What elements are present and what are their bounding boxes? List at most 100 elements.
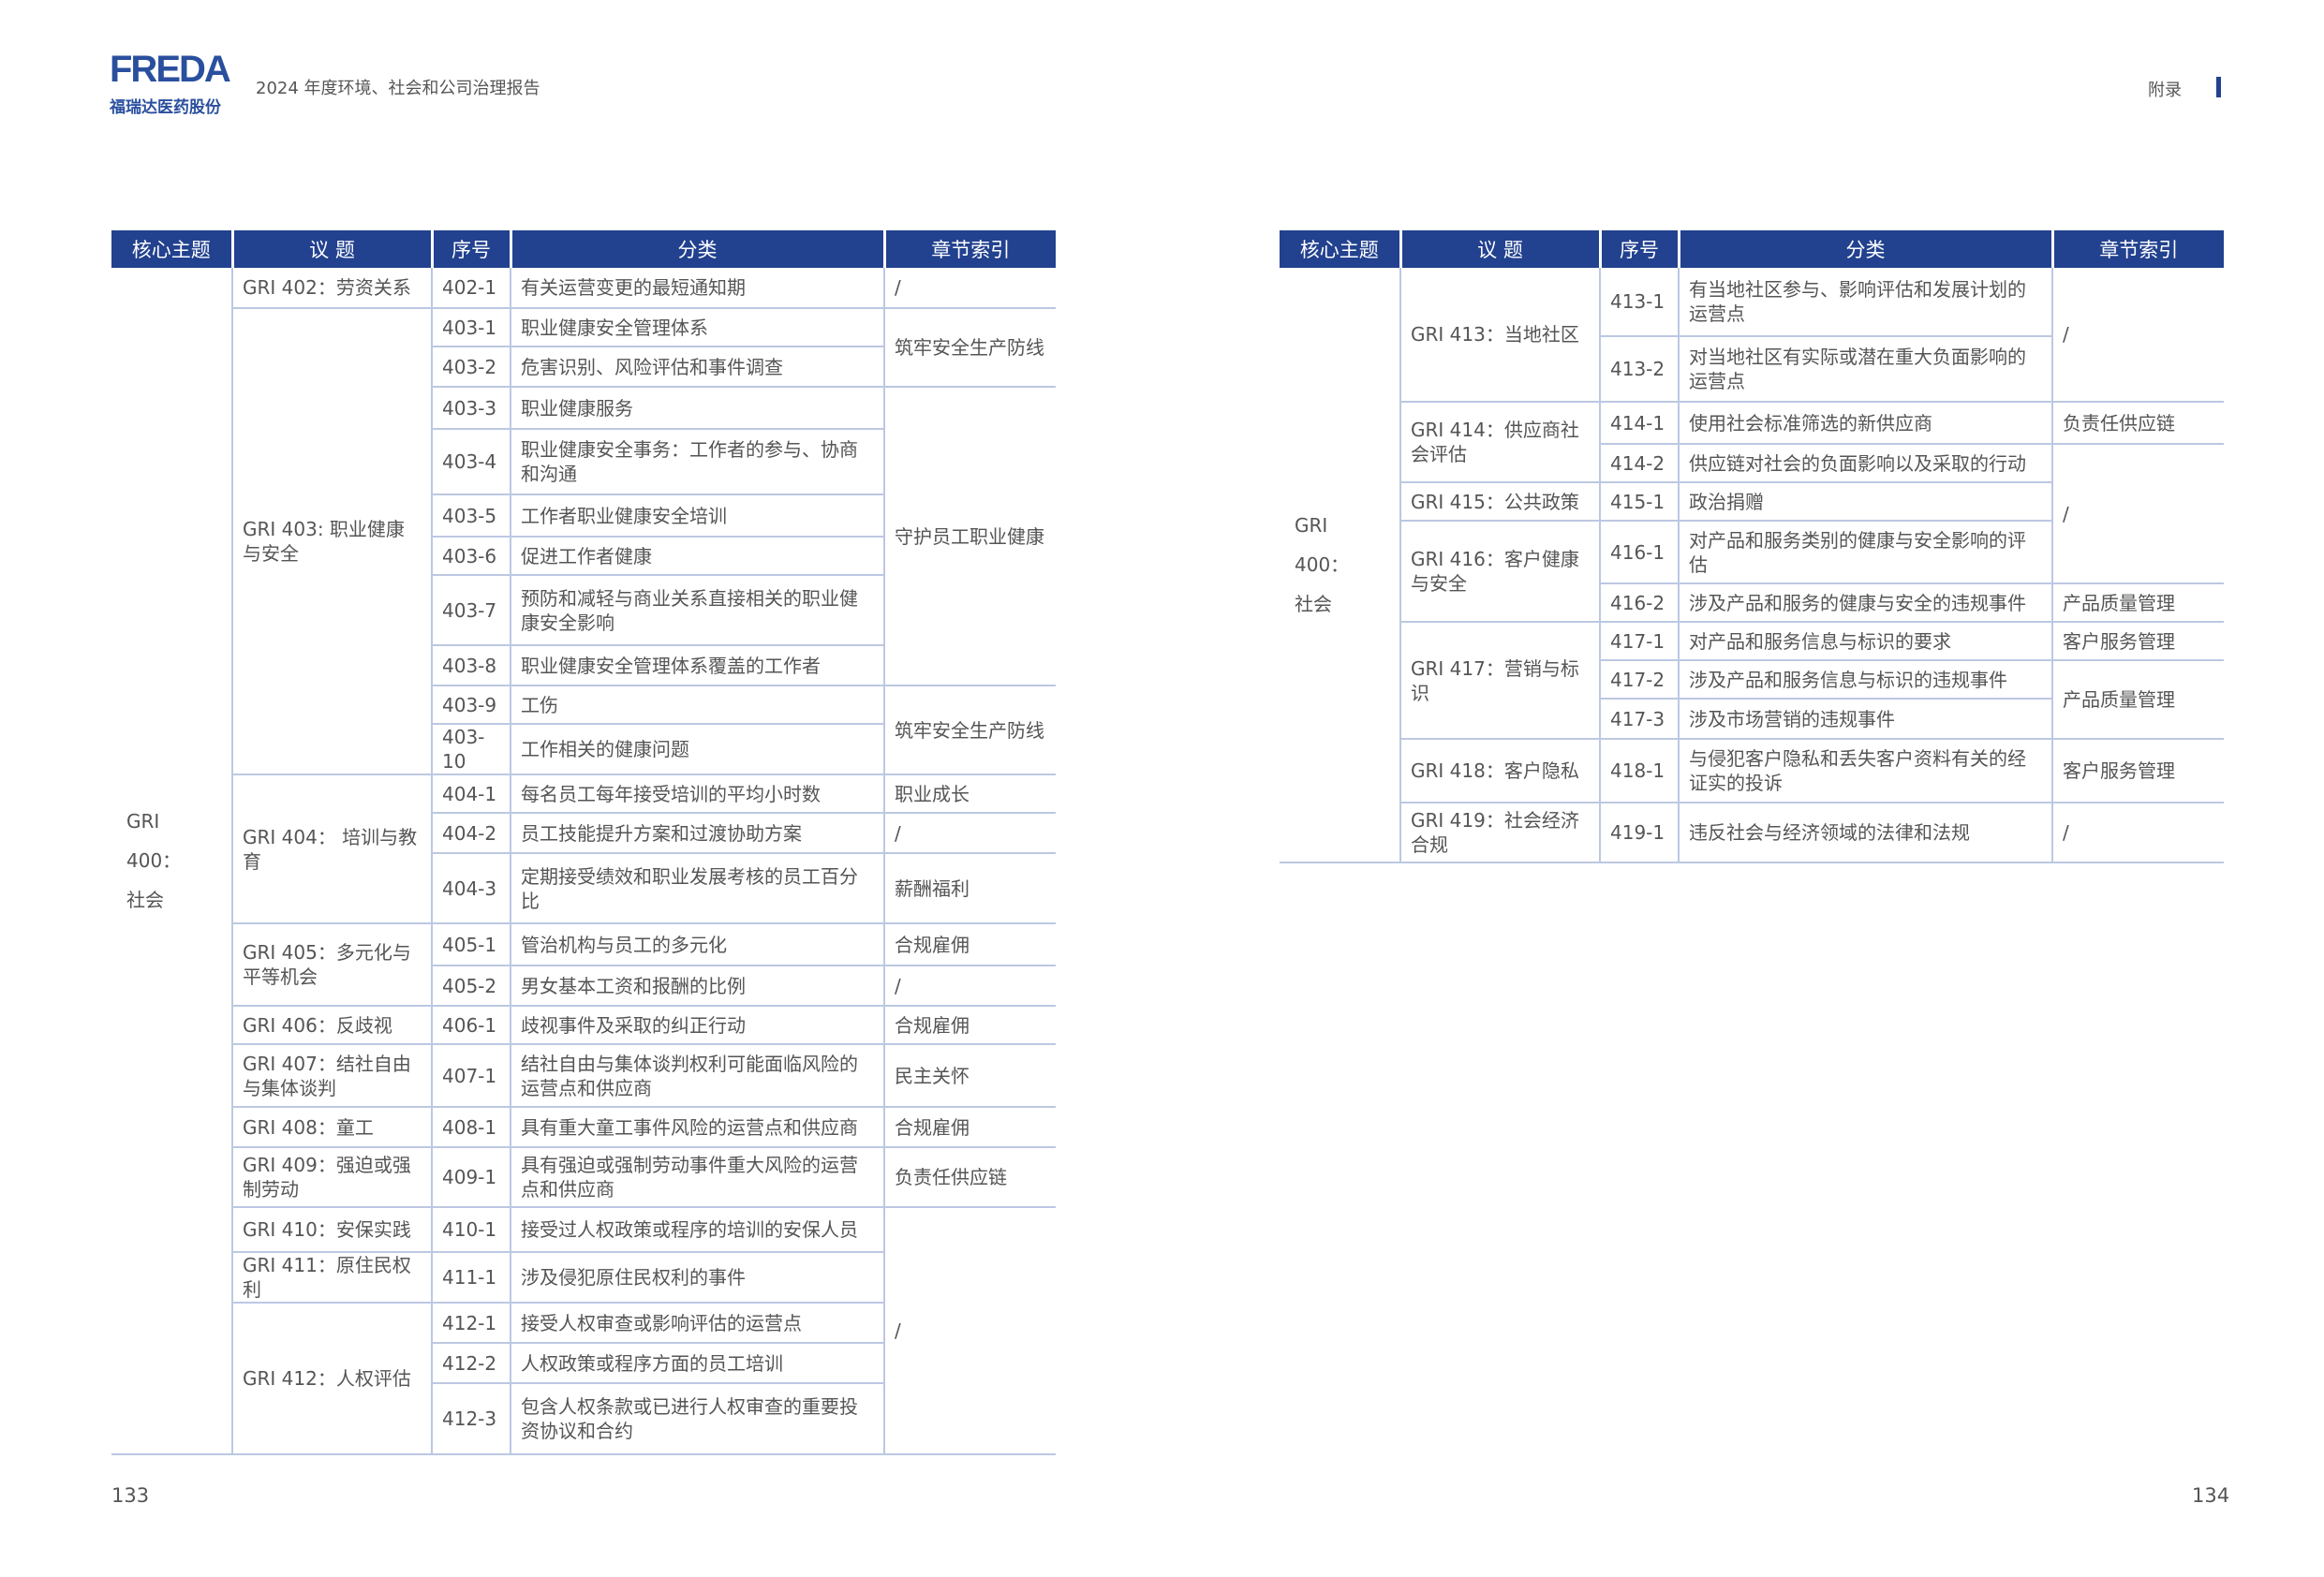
column-header: 章节索引 bbox=[882, 230, 1056, 268]
chapter-index-cell: / bbox=[883, 268, 1056, 309]
topic-cell: GRI 417：营销与标识 bbox=[1399, 622, 1600, 740]
disclosure-description: 管治机构与员工的多元化 bbox=[510, 923, 884, 966]
disclosure-number: 416-1 bbox=[1599, 521, 1679, 584]
section-marker bbox=[2216, 77, 2221, 97]
disclosure-description: 员工技能提升方案和过渡协助方案 bbox=[510, 813, 884, 854]
disclosure-description: 对当地社区有实际或潜在重大负面影响的运营点 bbox=[1678, 336, 2052, 403]
disclosure-number: 404-1 bbox=[431, 774, 511, 814]
chapter-index-cell: / bbox=[2051, 268, 2224, 403]
disclosure-number: 403-8 bbox=[431, 645, 511, 686]
topic-cell: GRI 403: 职业健康与安全 bbox=[231, 308, 432, 775]
core-theme-cell: GRI 400：社会 bbox=[111, 268, 232, 1455]
disclosure-description: 违反社会与经济领域的法律和法规 bbox=[1678, 803, 2052, 863]
topic-cell: GRI 404： 培训与教育 bbox=[231, 774, 432, 924]
disclosure-number: 406-1 bbox=[431, 1006, 511, 1045]
page-number-left: 133 bbox=[111, 1484, 150, 1507]
topic-cell: GRI 405：多元化与平等机会 bbox=[231, 923, 432, 1007]
chapter-index-cell: 产品质量管理 bbox=[2051, 660, 2224, 740]
disclosure-description: 每名员工每年接受培训的平均小时数 bbox=[510, 774, 884, 814]
chapter-index-cell: 合规雇佣 bbox=[883, 923, 1056, 966]
disclosure-number: 402-1 bbox=[431, 268, 511, 309]
disclosure-number: 419-1 bbox=[1599, 803, 1679, 863]
disclosure-description: 与侵犯客户隐私和丢失客户资料有关的经证实的投诉 bbox=[1678, 739, 2052, 803]
chapter-index-cell: 产品质量管理 bbox=[2051, 583, 2224, 623]
topic-cell: GRI 419：社会经济合规 bbox=[1399, 803, 1600, 863]
core-theme-text: 社会 bbox=[126, 889, 164, 911]
chapter-index-cell: / bbox=[883, 813, 1056, 854]
disclosure-number: 410-1 bbox=[431, 1207, 511, 1253]
disclosure-description: 具有重大童工事件风险的运营点和供应商 bbox=[510, 1107, 884, 1148]
disclosure-number: 417-2 bbox=[1599, 660, 1679, 700]
disclosure-description: 涉及产品和服务的健康与安全的违规事件 bbox=[1678, 583, 2052, 623]
disclosure-description: 职业健康安全事务：工作者的参与、协商和沟通 bbox=[510, 429, 884, 495]
column-header: 核心主题 bbox=[1280, 230, 1400, 268]
disclosure-description: 职业健康安全管理体系 bbox=[510, 308, 884, 347]
disclosure-number: 412-2 bbox=[431, 1343, 511, 1384]
freda-logo: FREDA 福瑞达医药股份 bbox=[110, 45, 241, 117]
chapter-index-cell: 薪酬福利 bbox=[883, 853, 1056, 924]
column-header: 议 题 bbox=[230, 230, 432, 268]
disclosure-number: 403-1 bbox=[431, 308, 511, 347]
chapter-index-cell: 客户服务管理 bbox=[2051, 622, 2224, 661]
disclosure-description: 男女基本工资和报酬的比例 bbox=[510, 965, 884, 1007]
column-header: 章节索引 bbox=[2050, 230, 2224, 268]
topic-cell: GRI 406：反歧视 bbox=[231, 1006, 432, 1045]
disclosure-number: 408-1 bbox=[431, 1107, 511, 1148]
disclosure-description: 工作者职业健康安全培训 bbox=[510, 494, 884, 538]
column-header: 序号 bbox=[1598, 230, 1679, 268]
column-header: 议 题 bbox=[1399, 230, 1600, 268]
page-number-right: 134 bbox=[2192, 1484, 2230, 1507]
chapter-index-cell: 合规雇佣 bbox=[883, 1107, 1056, 1148]
core-theme-text: 社会 bbox=[1295, 593, 1332, 615]
disclosure-number: 403-2 bbox=[431, 346, 511, 388]
core-theme-cell: GRI 400： 社会 bbox=[1280, 268, 1400, 863]
disclosure-number: 417-3 bbox=[1599, 699, 1679, 740]
column-header: 分类 bbox=[1677, 230, 2052, 268]
disclosure-number: 417-1 bbox=[1599, 622, 1679, 661]
topic-cell: GRI 407：结社自由与集体谈判 bbox=[231, 1044, 432, 1108]
disclosure-description: 职业健康安全管理体系覆盖的工作者 bbox=[510, 645, 884, 686]
disclosure-number: 403-9 bbox=[431, 685, 511, 725]
disclosure-description: 危害识别、风险评估和事件调查 bbox=[510, 346, 884, 388]
chapter-index-cell: 客户服务管理 bbox=[2051, 739, 2224, 803]
core-theme-text: GRI 400： bbox=[1295, 514, 1350, 576]
header-row: 核心主题议 题序号分类章节索引 bbox=[111, 230, 1056, 268]
topic-cell: GRI 416：客户健康与安全 bbox=[1399, 521, 1600, 623]
disclosure-description: 具有强迫或强制劳动事件重大风险的运营点和供应商 bbox=[510, 1147, 884, 1208]
disclosure-number: 414-1 bbox=[1599, 402, 1679, 445]
topic-cell: GRI 412：人权评估 bbox=[231, 1303, 432, 1455]
disclosure-description: 结社自由与集体谈判权利可能面临风险的运营点和供应商 bbox=[510, 1044, 884, 1108]
chapter-index-cell: / bbox=[2051, 803, 2224, 863]
disclosure-description: 涉及侵犯原住民权利的事件 bbox=[510, 1252, 884, 1304]
topic-cell: GRI 413：当地社区 bbox=[1399, 268, 1600, 403]
disclosure-number: 405-2 bbox=[431, 965, 511, 1007]
topic-cell: GRI 409：强迫或强制劳动 bbox=[231, 1147, 432, 1208]
disclosure-number: 404-2 bbox=[431, 813, 511, 854]
disclosure-description: 使用社会标准筛选的新供应商 bbox=[1678, 402, 2052, 445]
chapter-index-cell: 合规雇佣 bbox=[883, 1006, 1056, 1045]
disclosure-number: 416-2 bbox=[1599, 583, 1679, 623]
disclosure-number: 412-1 bbox=[431, 1303, 511, 1344]
disclosure-description: 对产品和服务类别的健康与安全影响的评估 bbox=[1678, 521, 2052, 584]
disclosure-description: 有关运营变更的最短通知期 bbox=[510, 268, 884, 309]
disclosure-number: 405-1 bbox=[431, 923, 511, 966]
disclosure-description: 职业健康服务 bbox=[510, 387, 884, 430]
report-title: 2024 年度环境、社会和公司治理报告 bbox=[256, 79, 540, 98]
